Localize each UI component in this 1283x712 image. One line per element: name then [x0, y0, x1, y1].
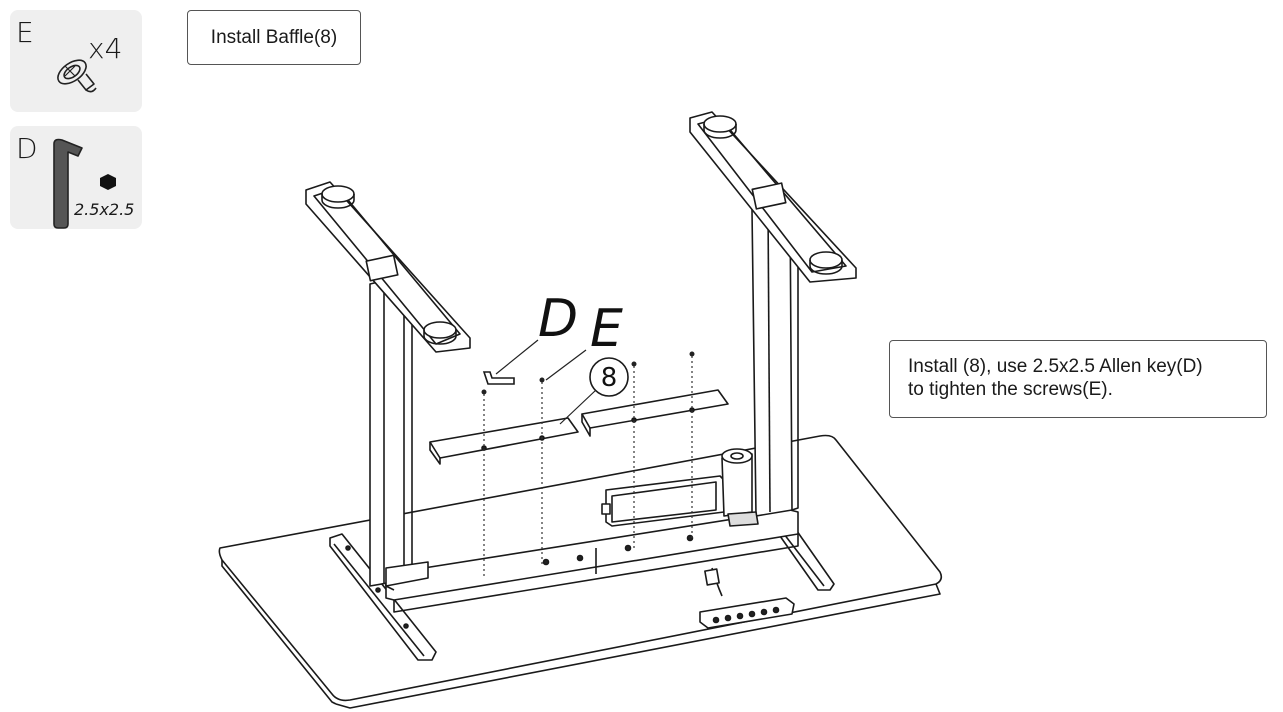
screws: [481, 351, 695, 395]
part-letter: E: [16, 16, 34, 49]
handset-controller: [699, 567, 795, 629]
callout-allen-key: D: [538, 289, 578, 349]
step-title: Install Baffle(8): [187, 10, 361, 65]
motor: [721, 448, 759, 527]
hex-icon: [100, 174, 116, 190]
part-letter: D: [16, 132, 38, 165]
left-foot: [329, 533, 437, 661]
callout-baffle: 8: [601, 363, 618, 393]
part-card-allen-key: D 2.5x2.5: [10, 126, 142, 229]
instruction-note: Install (8), use 2.5x2.5 Allen key(D) to…: [889, 340, 1267, 418]
part-card-screw: E x4: [10, 10, 142, 112]
desktop-panel: [218, 434, 943, 709]
allen-key-small: [482, 371, 515, 385]
allen-key-icon: [53, 138, 116, 229]
part-quantity: x4: [88, 32, 123, 65]
right-top-bracket: [689, 111, 857, 283]
baffle-left: [429, 417, 579, 465]
callout-baffle-circle: [589, 357, 629, 397]
baffle-right: [581, 389, 729, 437]
part-size: 2.5x2.5: [74, 200, 135, 219]
screw-icon: [57, 59, 97, 93]
leader-lines: [495, 339, 597, 425]
left-top-bracket: [305, 181, 471, 353]
callout-screw: E: [590, 299, 623, 359]
alignment-lines: [483, 356, 693, 578]
